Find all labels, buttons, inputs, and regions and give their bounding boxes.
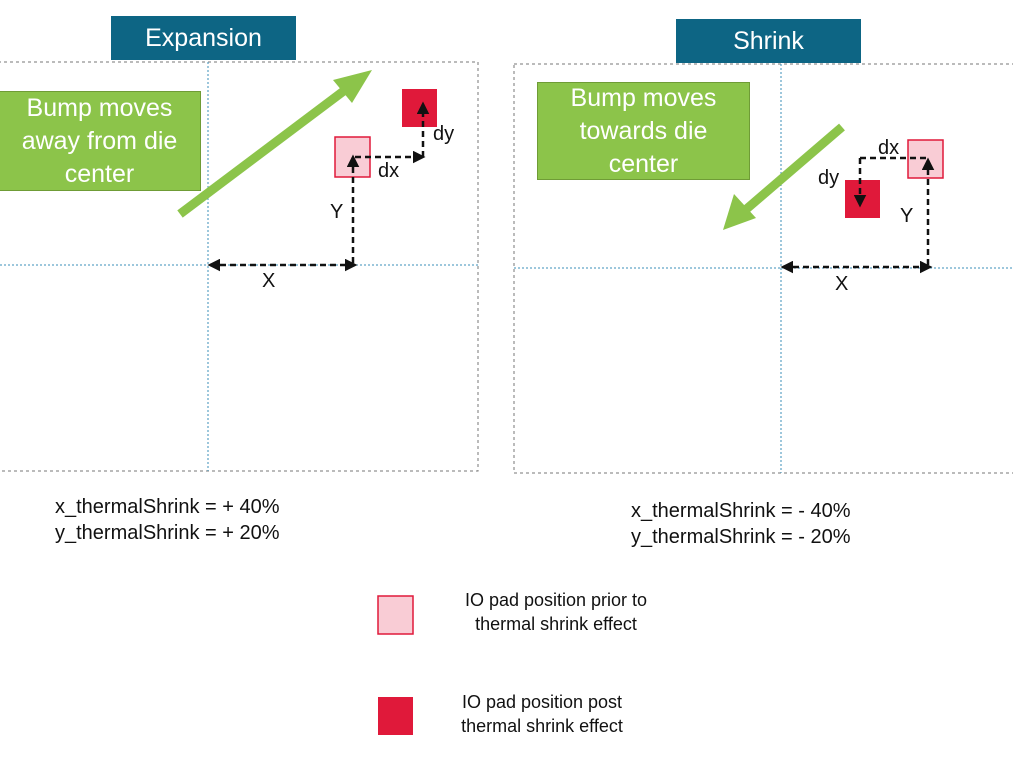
shrink-label-y: Y (900, 205, 913, 227)
shrink-label-dy: dy (818, 167, 839, 189)
expansion-label-dx: dx (378, 160, 399, 182)
shrink-title: Shrink (676, 19, 861, 63)
expansion-label-y: Y (330, 201, 343, 223)
shrink-pad-post (845, 180, 880, 218)
shrink-note: Bump moves towards die center (537, 82, 750, 180)
shrink-formula-y: y_thermalShrink = - 20% (631, 526, 851, 548)
shrink-formula-x: x_thermalShrink = - 40% (631, 500, 851, 522)
shrink-direction-arrow (740, 123, 845, 216)
expansion-formula: x_thermalShrink = + 40% y_thermalShrink … (55, 494, 280, 546)
shrink-formula: x_thermalShrink = - 40% y_thermalShrink … (631, 498, 851, 550)
expansion-label-x: X (262, 270, 275, 292)
expansion-direction-arrow (177, 86, 348, 218)
expansion-pad-post (402, 89, 437, 127)
expansion-title: Expansion (111, 16, 296, 60)
shrink-frame (513, 63, 1013, 474)
expansion-formula-y: y_thermalShrink = + 20% (55, 522, 280, 544)
legend-swatch-prior (377, 595, 414, 635)
expansion-formula-x: x_thermalShrink = + 40% (55, 496, 280, 518)
shrink-label-x: X (835, 273, 848, 295)
legend-prior-text: IO pad position prior to thermal shrink … (464, 590, 648, 634)
expansion-note: Bump moves away from die center (0, 91, 201, 191)
expansion-label-dy: dy (433, 123, 454, 145)
shrink-direction-arrowhead (723, 194, 756, 230)
expansion-frame (0, 61, 479, 472)
legend-swatch-post (378, 697, 413, 735)
legend-post-text: IO pad position post thermal shrink effe… (461, 692, 623, 736)
expansion-direction-arrowhead (333, 70, 372, 103)
shrink-label-dx: dx (878, 137, 899, 159)
